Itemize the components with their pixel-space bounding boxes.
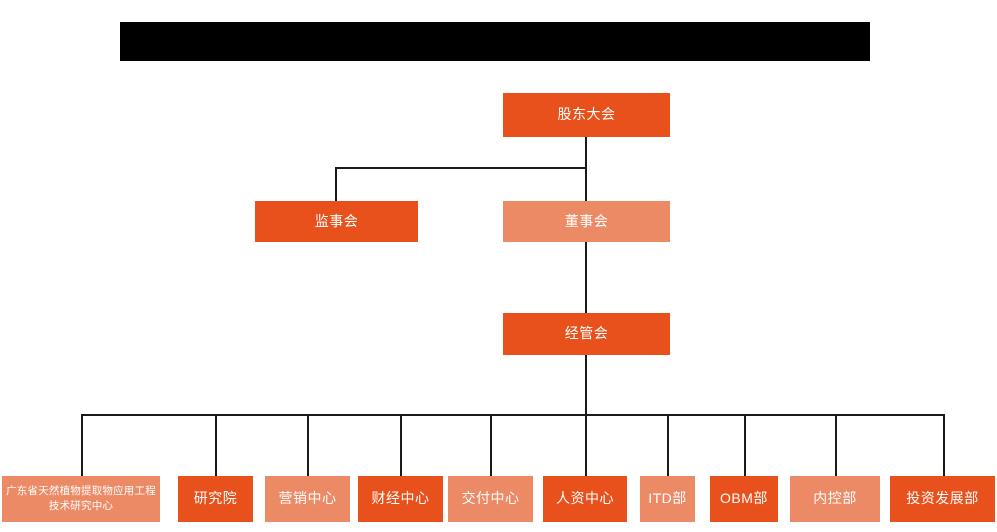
connector-drop-marketing <box>307 414 309 476</box>
connector-level1-bus <box>336 167 587 169</box>
connector-directors-to-management <box>585 242 587 313</box>
connector-management-drop <box>585 355 587 416</box>
connector-drop-obm <box>744 414 746 476</box>
node-internal-control-department[interactable]: 内控部 <box>790 476 880 522</box>
connector-drop-internal-control <box>835 414 837 476</box>
node-management-committee[interactable]: 经管会 <box>503 313 670 355</box>
connector-drop-delivery <box>490 414 492 476</box>
connector-to-supervisors <box>335 167 337 201</box>
node-obm-department[interactable]: OBM部 <box>710 476 778 522</box>
redacted-title-bar <box>120 22 870 61</box>
node-shareholders-meeting[interactable]: 股东大会 <box>503 93 670 137</box>
connector-drop-hr <box>585 414 587 476</box>
node-delivery-center[interactable]: 交付中心 <box>448 476 533 522</box>
connector-shareholders-drop <box>585 137 587 168</box>
connector-departments-bus <box>81 414 945 416</box>
connector-drop-investment <box>943 414 945 476</box>
node-research-institute[interactable]: 研究院 <box>178 476 253 522</box>
node-finance-center[interactable]: 财经中心 <box>358 476 443 522</box>
connector-to-directors <box>585 167 587 201</box>
node-guangdong-natural-plant-extract-research-center[interactable]: 广东省天然植物提取物应用工程技术研究中心 <box>2 476 160 522</box>
node-marketing-center[interactable]: 营销中心 <box>265 476 350 522</box>
connector-drop-institute <box>215 414 217 476</box>
node-board-of-supervisors[interactable]: 监事会 <box>255 201 418 242</box>
node-board-of-directors[interactable]: 董事会 <box>503 201 670 242</box>
connector-drop-finance <box>400 414 402 476</box>
node-hr-center[interactable]: 人资中心 <box>543 476 627 522</box>
node-itd-department[interactable]: ITD部 <box>640 476 695 522</box>
node-investment-development-department[interactable]: 投资发展部 <box>890 476 995 522</box>
connector-drop-itd <box>667 414 669 476</box>
connector-drop-research-center <box>81 414 83 476</box>
